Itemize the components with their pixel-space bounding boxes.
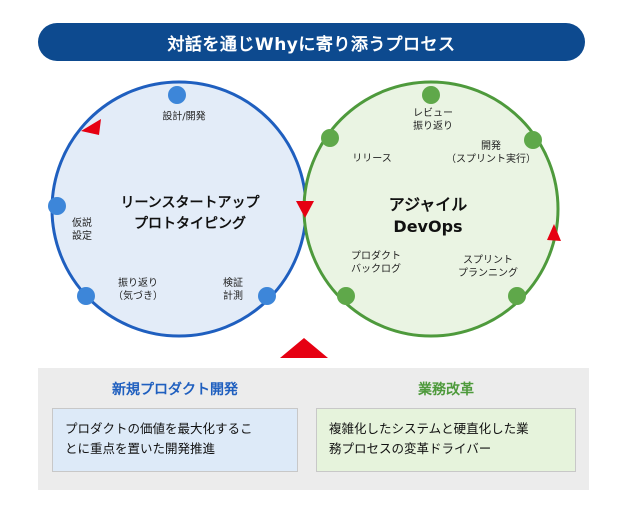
agile-node-review (422, 86, 440, 104)
agile-stage-planning: スプリント プランニング (458, 255, 518, 279)
center-direction-arrow-icon (296, 201, 314, 218)
lean-direction-arrow-icon (81, 119, 101, 135)
bottom-panel: 新規プロダクト開発 業務改革 プロダクトの価値を最大化するこ とに重点を置いた開… (38, 368, 589, 490)
lean-stage-hypothesis: 仮説 設定 (72, 218, 92, 242)
lean-stage-retro: 振り返り （気づき） (113, 278, 163, 302)
lean-node-retro (77, 287, 95, 305)
lean-node-measure (258, 287, 276, 305)
agile-cycle-title: アジャイル DevOps (388, 195, 468, 236)
lean-node-design (168, 86, 186, 104)
agile-node-planning (508, 287, 526, 305)
agile-stage-review: レビュー 振り返り (413, 108, 453, 132)
agile-stage-release: リリース (352, 153, 392, 165)
lean-stage-design: 設計/開発 (162, 111, 206, 123)
agile-node-release (321, 129, 339, 147)
new-product-title: 新規プロダクト開発 (112, 382, 238, 398)
lean-cycle-title: リーンスタートアップ プロトタイピング (120, 195, 260, 232)
lean-node-hypothesis (48, 197, 66, 215)
business-reform-title: 業務改革 (418, 382, 474, 398)
new-product-description: プロダクトの価値を最大化するこ とに重点を置いた開発推進 (52, 408, 298, 472)
lean-stage-measure: 検証 計測 (223, 278, 243, 302)
agile-stage-sprint: 開発 （スプリント実行） (446, 141, 536, 165)
business-reform-description: 複雑化したシステムと硬直化した業 務プロセスの変革ドライバー (316, 408, 576, 472)
agile-node-sprint (524, 131, 542, 149)
agile-direction-arrow-icon (547, 224, 561, 241)
agile-stage-backlog: プロダクト バックログ (351, 251, 401, 275)
bottom-pointer-arrow-icon (280, 338, 328, 358)
header-title: 対話を通じWhyに寄り添うプロセス (38, 23, 585, 61)
agile-node-backlog (337, 287, 355, 305)
